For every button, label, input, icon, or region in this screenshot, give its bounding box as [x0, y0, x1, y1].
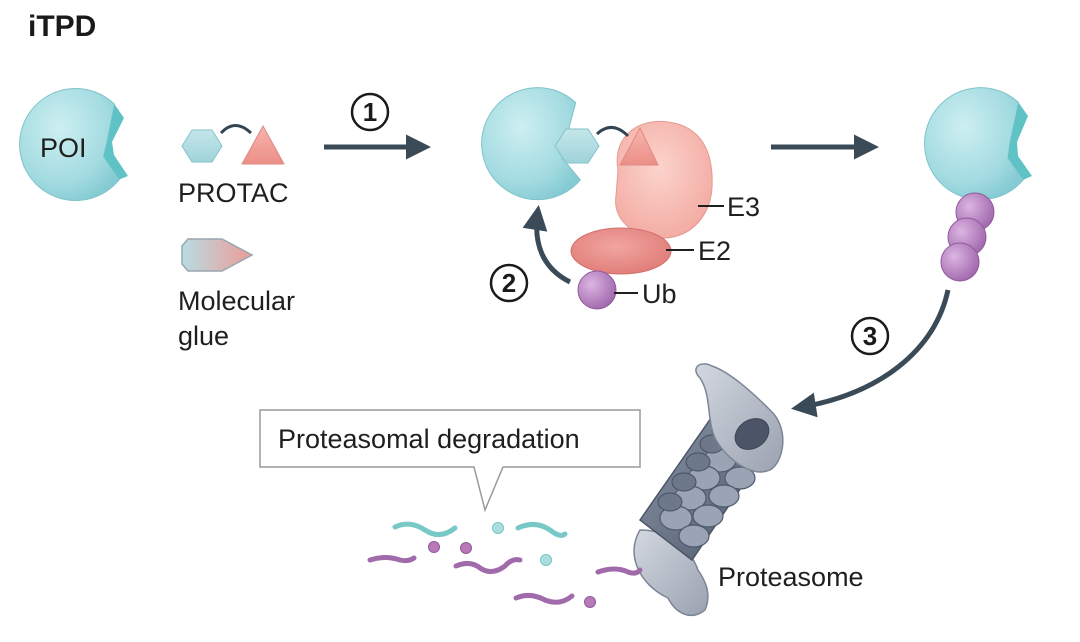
amino-acid-beads [428, 522, 596, 608]
degradation-callout [259, 409, 641, 513]
step-2-number: 2 [502, 268, 516, 298]
arrow-step-3 [791, 289, 951, 418]
ternary-protac [554, 126, 659, 166]
e3-ligase [615, 120, 713, 239]
callout-text: Proteasomal degradation [278, 424, 580, 454]
protac-molecule [181, 124, 285, 165]
e2-enzyme [570, 227, 672, 275]
step-2-badge: 2 [489, 263, 529, 303]
diagram-title: iTPD [28, 10, 96, 43]
arrow-step-2 [522, 205, 572, 285]
molecular-glue [181, 238, 254, 272]
proteasome [633, 363, 784, 616]
molecular-glue-label-line2: glue [178, 321, 229, 351]
e2-label: E2 [698, 236, 731, 266]
molecular-glue-label-line1: Molecular [178, 286, 295, 316]
ub-label: Ub [642, 279, 677, 309]
e3-label: E3 [727, 192, 760, 222]
ubiquitin [577, 270, 617, 310]
poi-label: POI [40, 133, 87, 163]
proteasome-label: Proteasome [718, 562, 864, 592]
protac-label: PROTAC [178, 178, 289, 208]
ternary-poi [481, 87, 581, 201]
polyubiquitin-chain [940, 192, 995, 282]
poi-protein [19, 87, 128, 201]
step-3-number: 3 [863, 321, 877, 351]
step-3-badge: 3 [850, 316, 890, 356]
peptide-fragments [367, 521, 643, 605]
ubiquitinated-poi [924, 87, 1032, 201]
step-1-number: 1 [363, 97, 377, 127]
step-1-badge: 1 [350, 92, 390, 132]
